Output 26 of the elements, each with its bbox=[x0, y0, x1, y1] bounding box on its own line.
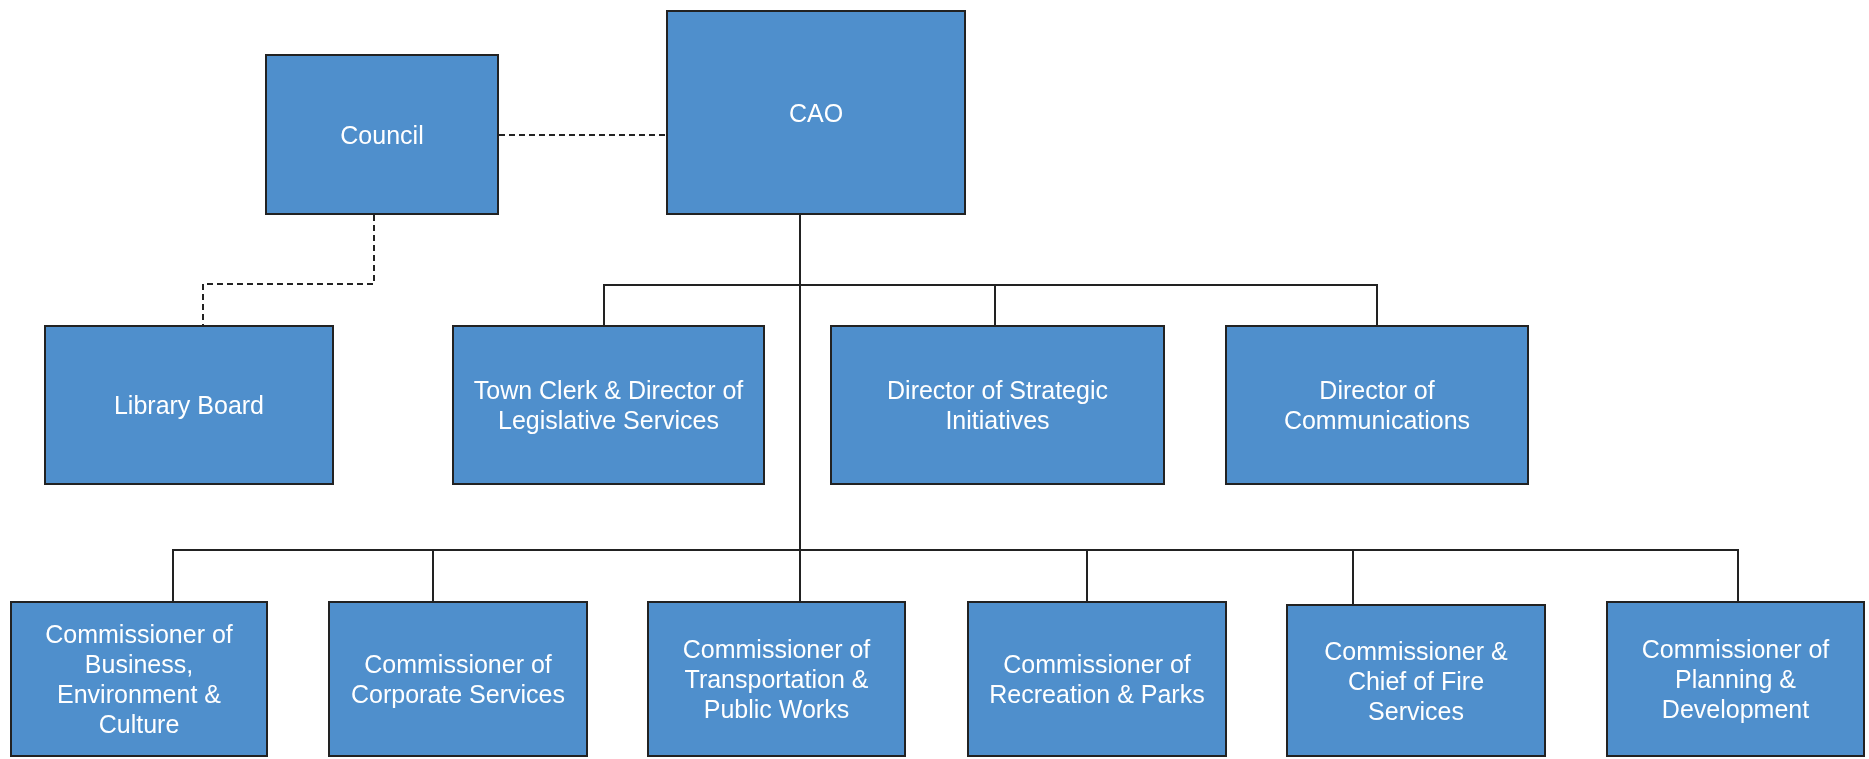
box-label: Commissioner of Business, Environment & Culture bbox=[44, 619, 234, 739]
org-box bbox=[830, 325, 1165, 485]
org-box bbox=[967, 601, 1227, 757]
org-box bbox=[452, 325, 765, 485]
dashed-connector bbox=[498, 134, 667, 136]
box-label: Director of Strategic Initiatives bbox=[886, 375, 1109, 435]
org-box bbox=[1225, 325, 1529, 485]
org-box bbox=[666, 10, 966, 215]
org-box bbox=[1286, 604, 1546, 757]
box-label: Commissioner of Transportation & Public Works bbox=[681, 634, 872, 724]
box-label: Commissioner of Planning & Development bbox=[1640, 634, 1831, 724]
org-box bbox=[265, 54, 499, 215]
org-box bbox=[1606, 601, 1865, 757]
org-box bbox=[44, 325, 334, 485]
box-label: Director of Communications bbox=[1282, 375, 1472, 435]
box-label: Library Board bbox=[113, 390, 265, 420]
box-label: Commissioner of Recreation & Parks bbox=[988, 649, 1206, 709]
org-box bbox=[328, 601, 588, 757]
org-box bbox=[10, 601, 268, 757]
box-label: Commissioner of Corporate Services bbox=[350, 649, 566, 709]
org-box bbox=[647, 601, 906, 757]
box-label: Town Clerk & Director of Legislative Services bbox=[472, 375, 745, 435]
box-label: Council bbox=[340, 119, 424, 150]
box-label: Commissioner & Chief of Fire Services bbox=[1323, 635, 1509, 726]
box-label: CAO bbox=[788, 97, 844, 128]
dashed-connector bbox=[202, 214, 375, 326]
